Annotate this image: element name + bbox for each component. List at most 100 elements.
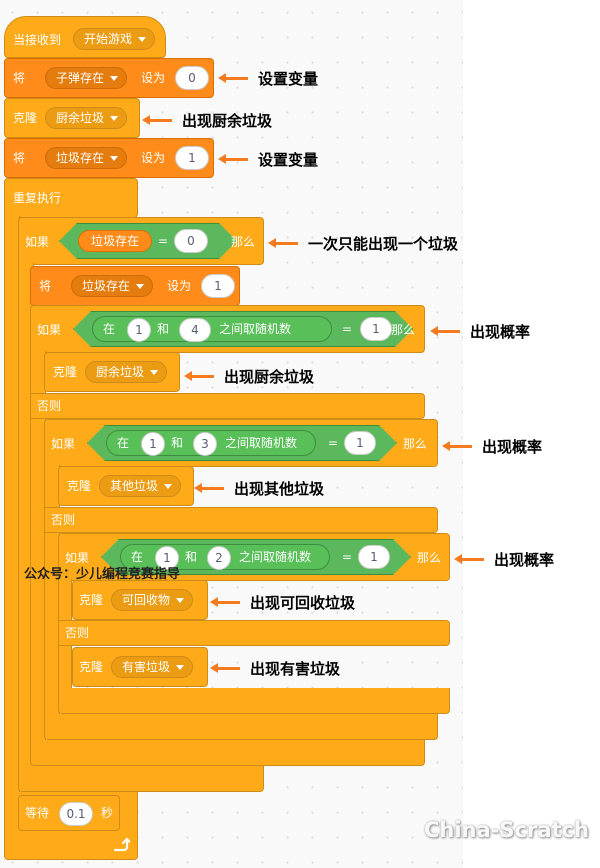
annotation-text: 出现概率 — [482, 438, 543, 456]
clone-block[interactable]: 克隆 有害垃圾 — [72, 647, 208, 687]
annotation: 设置变量 — [218, 149, 319, 170]
clone-target-dropdown[interactable]: 厨余垃圾 — [85, 361, 168, 383]
annotation: 一次只能出现一个垃圾 — [268, 233, 459, 254]
clone-block[interactable]: 克隆 其他垃圾 — [58, 466, 194, 506]
variable-dropdown[interactable]: 垃圾存在 — [45, 147, 128, 169]
annotation: 出现厨余垃圾 — [142, 110, 272, 131]
set-variable-block[interactable]: 将 垃圾存在 设为 1 — [4, 138, 214, 178]
value-input[interactable]: 0 — [175, 66, 209, 90]
arrow-left-icon — [268, 238, 298, 248]
chevron-down-icon — [110, 116, 119, 121]
clone-target-name: 有害垃圾 — [122, 660, 171, 674]
loop-arrow-icon — [113, 838, 130, 852]
annotation-text: 一次只能出现一个垃圾 — [308, 235, 459, 253]
if-else-block-2[interactable]: 如果 在 1 和 3 之间取随机数 = 1 那么 — [44, 419, 438, 467]
chevron-down-icon — [150, 370, 159, 375]
random-to-input[interactable]: 3 — [193, 432, 217, 456]
else-2-divider: 否则 — [44, 507, 438, 533]
random-reporter[interactable]: 在 1 和 4 之间取随机数 — [92, 316, 332, 342]
message-dropdown[interactable]: 开始游戏 — [73, 28, 156, 50]
set-variable-block[interactable]: 将 垃圾存在 设为 1 — [30, 266, 240, 306]
else-1-divider: 否则 — [30, 393, 425, 419]
clone-target-dropdown[interactable]: 厨余垃圾 — [45, 107, 128, 129]
forever-loop-header[interactable]: 重复执行 — [4, 178, 138, 218]
wait-label: 等待 — [25, 806, 50, 820]
value-input[interactable]: 1 — [175, 146, 209, 170]
annotation-text: 设置变量 — [258, 151, 319, 169]
chevron-down-icon — [164, 484, 173, 489]
random-to-input[interactable]: 2 — [207, 546, 231, 570]
compare-value-input[interactable]: 1 — [344, 431, 376, 455]
set-variable-block[interactable]: 将 子弹存在 设为 0 — [4, 58, 214, 98]
random-from-input[interactable]: 1 — [141, 432, 165, 456]
compare-value-input[interactable]: 1 — [358, 545, 390, 569]
clone-target-dropdown[interactable]: 其他垃圾 — [99, 475, 182, 497]
wechat-watermark: 公众号：少儿编程竞赛指导 — [24, 567, 181, 582]
variable-dropdown[interactable]: 子弹存在 — [45, 67, 128, 89]
arrow-left-icon — [184, 371, 214, 381]
chevron-down-icon — [176, 598, 185, 603]
compare-value-input[interactable]: 0 — [174, 229, 208, 253]
annotation-text: 设置变量 — [258, 70, 319, 88]
if-block-main[interactable]: 如果 垃圾存在 = 0 那么 — [18, 217, 264, 265]
arrow-left-icon — [454, 554, 484, 564]
if-label: 如果 — [37, 323, 62, 337]
clone-block[interactable]: 克隆 厨余垃圾 — [4, 98, 140, 138]
wait-block[interactable]: 等待 0.1 秒 — [18, 795, 120, 831]
clone-block[interactable]: 克隆 可回收物 — [72, 580, 208, 620]
clone-block[interactable]: 克隆 厨余垃圾 — [44, 352, 180, 392]
clone-label: 克隆 — [53, 365, 78, 379]
wait-unit-label: 秒 — [101, 806, 114, 820]
equals-sign: = — [328, 436, 339, 450]
random-to-input[interactable]: 4 — [179, 318, 211, 342]
random-from-input[interactable]: 1 — [127, 318, 151, 342]
pick-label: 在 — [103, 322, 116, 336]
annotation: 出现概率 — [442, 436, 543, 457]
value-input[interactable]: 1 — [201, 274, 235, 298]
arrow-left-icon — [430, 326, 460, 336]
then-label: 那么 — [231, 235, 256, 249]
equals-operator[interactable]: 垃圾存在 = 0 — [59, 223, 237, 259]
clone-target-dropdown[interactable]: 有害垃圾 — [111, 656, 194, 678]
if-else-block-1[interactable]: 如果 在 1 和 4 之间取随机数 = 1 那么 — [30, 305, 425, 353]
wait-seconds-input[interactable]: 0.1 — [59, 802, 93, 826]
equals-operator[interactable]: 在 1 和 4 之间取随机数 = 1 — [73, 311, 413, 347]
clone-target-name: 厨余垃圾 — [56, 111, 105, 125]
else-label: 否则 — [65, 626, 90, 640]
between-label: 之间取随机数 — [225, 436, 298, 450]
clone-target-dropdown[interactable]: 可回收物 — [111, 589, 194, 611]
if-main-footer — [18, 766, 264, 792]
then-label: 那么 — [417, 551, 442, 565]
if-label: 如果 — [51, 437, 76, 451]
equals-operator[interactable]: 在 1 和 2 之间取随机数 = 1 — [101, 539, 411, 575]
reporter-name: 垃圾存在 — [91, 234, 140, 248]
annotation-text: 出现有害垃圾 — [250, 660, 341, 678]
compare-value-input[interactable]: 1 — [360, 317, 392, 341]
message-name: 开始游戏 — [84, 32, 133, 46]
forever-label: 重复执行 — [13, 191, 62, 205]
and-label: 和 — [185, 550, 198, 564]
site-watermark: China-Scratch — [424, 818, 589, 842]
set-to-label: 设为 — [167, 279, 192, 293]
random-from-input[interactable]: 1 — [155, 546, 179, 570]
clone-label: 克隆 — [79, 660, 104, 674]
random-reporter[interactable]: 在 1 和 3 之间取随机数 — [106, 430, 316, 456]
if-label: 如果 — [25, 235, 50, 249]
arrow-left-icon — [142, 115, 172, 125]
random-reporter[interactable]: 在 1 和 2 之间取随机数 — [120, 544, 330, 570]
annotation-text: 出现厨余垃圾 — [224, 368, 315, 386]
when-receive-label: 当接收到 — [13, 33, 62, 47]
variable-reporter[interactable]: 垃圾存在 — [78, 230, 152, 252]
annotation-text: 出现概率 — [494, 551, 555, 569]
annotation-text: 出现其他垃圾 — [234, 480, 325, 498]
when-receive-hat-block[interactable]: 当接收到 开始游戏 — [4, 16, 166, 58]
arrow-left-icon — [194, 483, 224, 493]
if-else-block-3[interactable]: 如果 在 1 和 2 之间取随机数 = 1 那么 — [58, 533, 450, 581]
equals-operator[interactable]: 在 1 和 3 之间取随机数 = 1 — [87, 425, 397, 461]
variable-dropdown[interactable]: 垃圾存在 — [71, 275, 154, 297]
variable-name: 垃圾存在 — [82, 279, 131, 293]
clone-label: 克隆 — [67, 479, 92, 493]
annotation: 出现有害垃圾 — [210, 658, 341, 679]
else-3-divider: 否则 — [58, 620, 450, 646]
pick-label: 在 — [117, 436, 130, 450]
